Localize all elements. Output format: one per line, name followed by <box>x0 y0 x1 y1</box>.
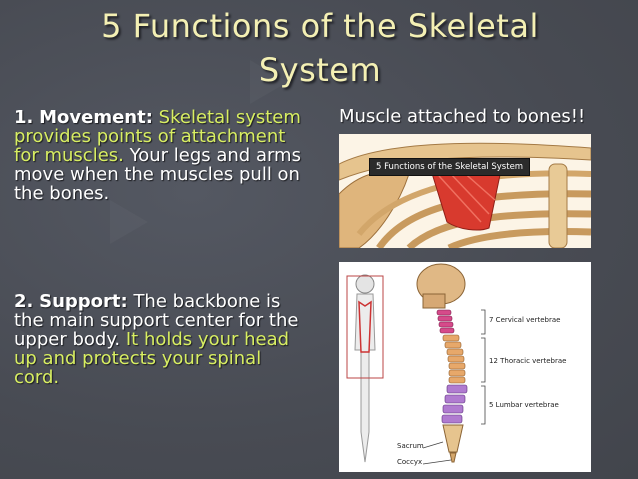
background-arrow-decor <box>110 200 148 244</box>
label-thoracic: 12 Thoracic vertebrae <box>489 357 567 365</box>
label-lumbar: 5 Lumbar vertebrae <box>489 401 559 409</box>
image-caption: Muscle attached to bones!! <box>339 106 586 127</box>
point-heading: Movement: <box>39 107 153 128</box>
point-body-text: Your legs and arms move when the muscles… <box>14 145 301 204</box>
point-number: 2. <box>14 291 34 312</box>
point-support: 2. Support: The backbone is the main sup… <box>14 292 304 387</box>
label-cervical: 7 Cervical vertebrae <box>489 316 561 324</box>
point-body-text: The backbone is the main support center … <box>14 291 299 350</box>
spine-illustration <box>339 262 591 472</box>
spine-diagram-image: 7 Cervical vertebrae 12 Thoracic vertebr… <box>339 262 591 472</box>
point-highlight-text: It holds your head up and protects your … <box>14 329 290 388</box>
slide-title-line1: 5 Functions of the Skeletal <box>101 7 539 45</box>
slide-title: 5 Functions of the Skeletal System <box>20 4 620 92</box>
point-heading: Support: <box>39 291 128 312</box>
body-silhouette <box>346 274 384 463</box>
label-sacrum: Sacrum <box>397 442 424 450</box>
ribcage-illustration <box>339 134 591 248</box>
label-coccyx: Coccyx <box>397 458 423 466</box>
muscle-ribcage-image: 5 Functions of the Skeletal System <box>339 134 591 248</box>
point-highlight-text: Skeletal system provides points of attac… <box>14 107 301 166</box>
point-movement: 1. Movement: Skeletal system provides po… <box>14 108 314 203</box>
point-number: 1. <box>14 107 34 128</box>
image-tooltip: 5 Functions of the Skeletal System <box>369 158 531 176</box>
slide-title-line2: System <box>258 51 382 89</box>
